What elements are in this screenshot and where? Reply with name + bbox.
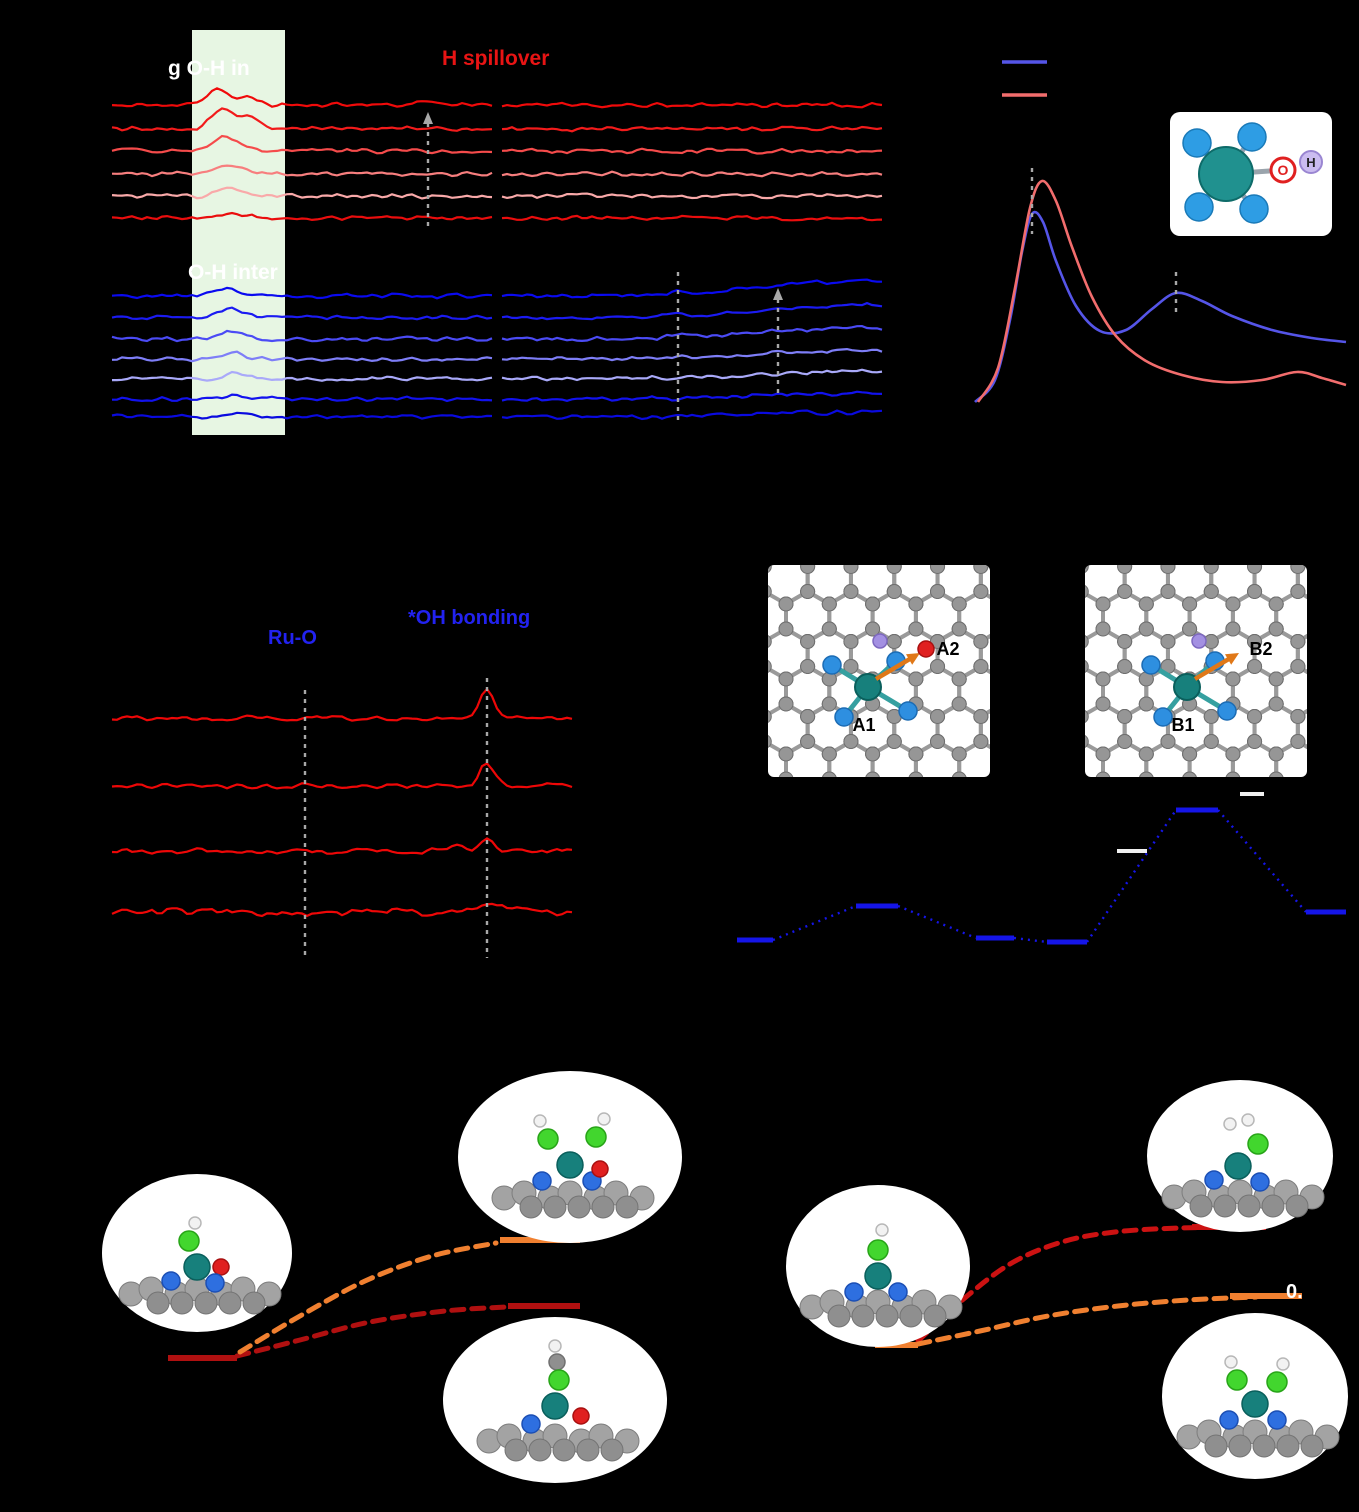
label-oh-interaction: O-H inter (188, 261, 278, 284)
svg-text:H: H (1306, 155, 1315, 170)
svg-text:B2: B2 (1249, 639, 1272, 659)
label-breaking-oh: g O-H in (168, 57, 250, 80)
label-oh-bonding: *OH bonding (408, 607, 531, 629)
svg-text:A1: A1 (852, 715, 875, 735)
label-energy-value-fragment: 0. (1286, 1281, 1303, 1303)
label-h-spillover: H spillover (442, 47, 550, 70)
svg-text:B1: B1 (1171, 715, 1194, 735)
svg-text:A2: A2 (936, 639, 959, 659)
label-reaction-coordinate-fragment: n (448, 1372, 462, 1397)
svg-text:O: O (1278, 162, 1289, 178)
label-ru-o: Ru-O (268, 627, 317, 649)
